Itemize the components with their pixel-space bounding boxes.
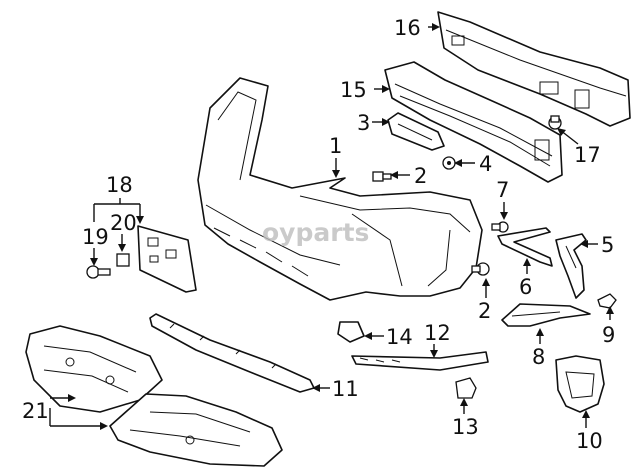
callout-2-upper: 2 bbox=[414, 164, 427, 188]
part-nut-4 bbox=[442, 156, 456, 170]
callout-19: 19 bbox=[82, 225, 109, 249]
part-nut-20 bbox=[116, 253, 130, 267]
part-bracket-14 bbox=[337, 321, 365, 343]
callout-labels: 16 15 3 17 1 4 2 7 5 6 2 9 8 14 12 13 10… bbox=[22, 16, 615, 453]
part-bolt-7 bbox=[491, 221, 509, 233]
callout-11: 11 bbox=[332, 377, 359, 401]
callout-2-lower: 2 bbox=[478, 299, 491, 323]
part-bolt-19 bbox=[86, 265, 111, 279]
callout-6: 6 bbox=[519, 275, 532, 299]
part-clip-13 bbox=[455, 377, 477, 399]
callout-14: 14 bbox=[386, 325, 413, 349]
part-bracket-5 bbox=[555, 233, 587, 299]
callout-5: 5 bbox=[601, 233, 614, 257]
callout-12: 12 bbox=[424, 321, 451, 345]
part-bumper-cover bbox=[197, 77, 483, 301]
leaders bbox=[49, 23, 614, 430]
part-molding-11 bbox=[149, 313, 315, 393]
part-strip-12 bbox=[351, 351, 489, 371]
watermark: oyparts bbox=[262, 218, 369, 247]
part-bolt-2-upper bbox=[372, 171, 392, 182]
callout-20: 20 bbox=[110, 211, 137, 235]
part-bracket-10 bbox=[555, 355, 605, 413]
part-bolt-17 bbox=[548, 115, 562, 130]
callout-18: 18 bbox=[106, 173, 133, 197]
callout-10: 10 bbox=[576, 429, 603, 453]
part-undercover-lower bbox=[109, 393, 283, 467]
callout-13: 13 bbox=[452, 415, 479, 439]
part-garnish-8 bbox=[501, 303, 591, 327]
part-bolt-2-lower bbox=[471, 262, 490, 276]
callout-16: 16 bbox=[394, 16, 421, 40]
part-impact-bar bbox=[437, 11, 631, 127]
callout-4: 4 bbox=[479, 152, 492, 176]
part-clip-9 bbox=[597, 293, 617, 309]
callout-8: 8 bbox=[532, 345, 545, 369]
callout-9: 9 bbox=[602, 323, 615, 347]
part-side-bracket bbox=[137, 225, 197, 293]
part-bracket-3 bbox=[387, 112, 445, 151]
callout-1: 1 bbox=[329, 134, 342, 158]
part-undercover-upper bbox=[25, 325, 163, 413]
callout-15: 15 bbox=[340, 78, 367, 102]
part-bracket-6 bbox=[497, 227, 553, 267]
part-energy-absorber bbox=[384, 61, 563, 183]
callout-7: 7 bbox=[496, 178, 509, 202]
callout-17: 17 bbox=[574, 143, 601, 167]
callout-3: 3 bbox=[357, 111, 370, 135]
callout-21: 21 bbox=[22, 399, 49, 423]
